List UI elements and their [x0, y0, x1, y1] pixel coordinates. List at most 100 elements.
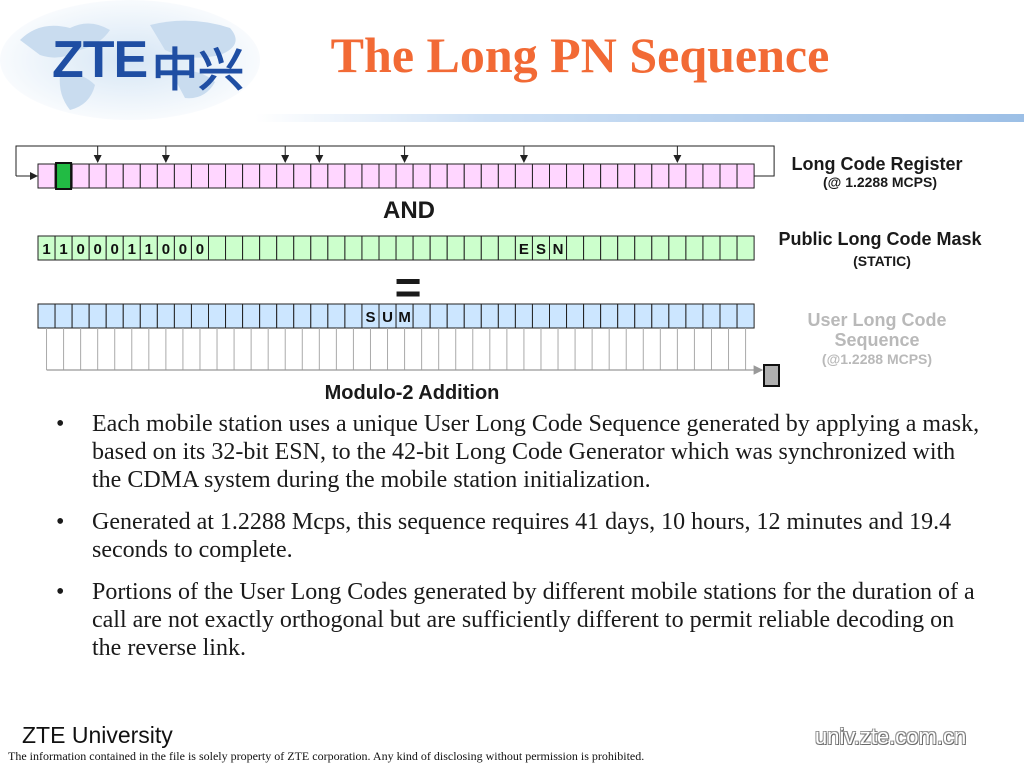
- register-cell: [105, 163, 124, 189]
- register-cell: [497, 163, 516, 189]
- mask-cell: [310, 235, 329, 261]
- mask-cell: [225, 235, 244, 261]
- mask-cell: [634, 235, 653, 261]
- register-cell: [208, 163, 227, 189]
- mask-bit: 0: [196, 241, 204, 258]
- register-cell: [361, 163, 380, 189]
- sum-cell: [310, 303, 329, 329]
- sum-cell: [37, 303, 56, 329]
- mask-cell: [242, 235, 261, 261]
- register-cell: [378, 163, 397, 189]
- mask-cell: [600, 235, 619, 261]
- sum-cell: [566, 303, 585, 329]
- mask-cell: [276, 235, 295, 261]
- bullet-item: •Portions of the User Long Codes generat…: [56, 579, 975, 661]
- register-cell: [225, 163, 244, 189]
- mask-bit: 1: [128, 241, 136, 258]
- register-label: Long Code Register: [791, 154, 962, 174]
- mask-cell: [480, 235, 499, 261]
- sum-cell: [634, 303, 653, 329]
- register-cell: [719, 163, 738, 189]
- register-cell: [139, 163, 158, 189]
- register-cell: [122, 163, 141, 189]
- zte-logo: ZTE: [52, 31, 148, 89]
- mask-bit: 0: [179, 241, 187, 258]
- sum-cell: [327, 303, 346, 329]
- register-cell: [668, 163, 687, 189]
- sum-cell: [190, 303, 209, 329]
- register-cell: [344, 163, 363, 189]
- register-cell: [531, 163, 551, 189]
- register-cell: [37, 163, 56, 189]
- mask-cell: [617, 235, 636, 261]
- sum-letter: S: [365, 309, 375, 326]
- register-cell: [327, 163, 346, 189]
- mask-cell: [208, 235, 227, 261]
- register-cell: [463, 163, 482, 189]
- mask-cell: [446, 235, 465, 261]
- sum-cell: [668, 303, 687, 329]
- bullet-item: •Each mobile station uses a unique User …: [56, 411, 980, 493]
- sum-cell: [429, 303, 448, 329]
- bullet-dot: •: [56, 579, 65, 605]
- mask-label: Public Long Code Mask: [778, 229, 982, 249]
- mask-cell: [395, 235, 414, 261]
- output-label-line1: User Long Code: [807, 310, 946, 330]
- sum-cell: [531, 303, 551, 329]
- sum-cell: [463, 303, 482, 329]
- sum-cell: [702, 303, 721, 329]
- mask-cell: [429, 235, 448, 261]
- mask-cell: [668, 235, 687, 261]
- sum-cell: [156, 303, 175, 329]
- sum-cell: [276, 303, 295, 329]
- esn-letter: N: [553, 241, 564, 258]
- sum-cell: [583, 303, 602, 329]
- sum-cell: [514, 303, 533, 329]
- mask-cell: [463, 235, 482, 261]
- mask-cell: [293, 235, 312, 261]
- mask-cell: [719, 235, 738, 261]
- sum-cell: [88, 303, 107, 329]
- sum-cell: [225, 303, 244, 329]
- footer-url[interactable]: univ.zte.com.cn: [815, 724, 967, 749]
- sum-cell: [600, 303, 619, 329]
- sum-cell: [105, 303, 124, 329]
- register-cell: [173, 163, 192, 189]
- sum-cell: [122, 303, 141, 329]
- register-cell: [480, 163, 499, 189]
- mask-cell: [361, 235, 380, 261]
- bullet-item: •Generated at 1.2288 Mcps, this sequence…: [56, 509, 952, 563]
- sum-cell: [480, 303, 499, 329]
- sum-cell: [719, 303, 738, 329]
- register-cell: [702, 163, 721, 189]
- mask-sublabel: (STATIC): [853, 253, 911, 269]
- mask-cell: [685, 235, 704, 261]
- esn-letter: S: [536, 241, 546, 258]
- sum-cell: [497, 303, 516, 329]
- sum-cell: [549, 303, 568, 329]
- register-cell: [634, 163, 653, 189]
- register-active-cell: [55, 162, 73, 190]
- register-cell: [412, 163, 431, 189]
- register-cell: [549, 163, 568, 189]
- equals-operator: =: [395, 261, 422, 313]
- sum-cell: [617, 303, 636, 329]
- sum-cell: [139, 303, 158, 329]
- mask-cell: [259, 235, 278, 261]
- sum-cell: [293, 303, 312, 329]
- sum-cell: [651, 303, 670, 329]
- sum-cell: [736, 303, 755, 329]
- mask-cell: [583, 235, 602, 261]
- register-cell: [242, 163, 261, 189]
- register-cell: [429, 163, 448, 189]
- mask-cell: [566, 235, 585, 261]
- mask-cell: [412, 235, 431, 261]
- footer-left-text: ZTE University: [22, 722, 173, 748]
- register-cell: [156, 163, 175, 189]
- register-cell: [190, 163, 209, 189]
- sum-cell: [242, 303, 261, 329]
- sum-cell: [685, 303, 704, 329]
- output-sublabel: (@1.2288 MCPS): [822, 351, 932, 367]
